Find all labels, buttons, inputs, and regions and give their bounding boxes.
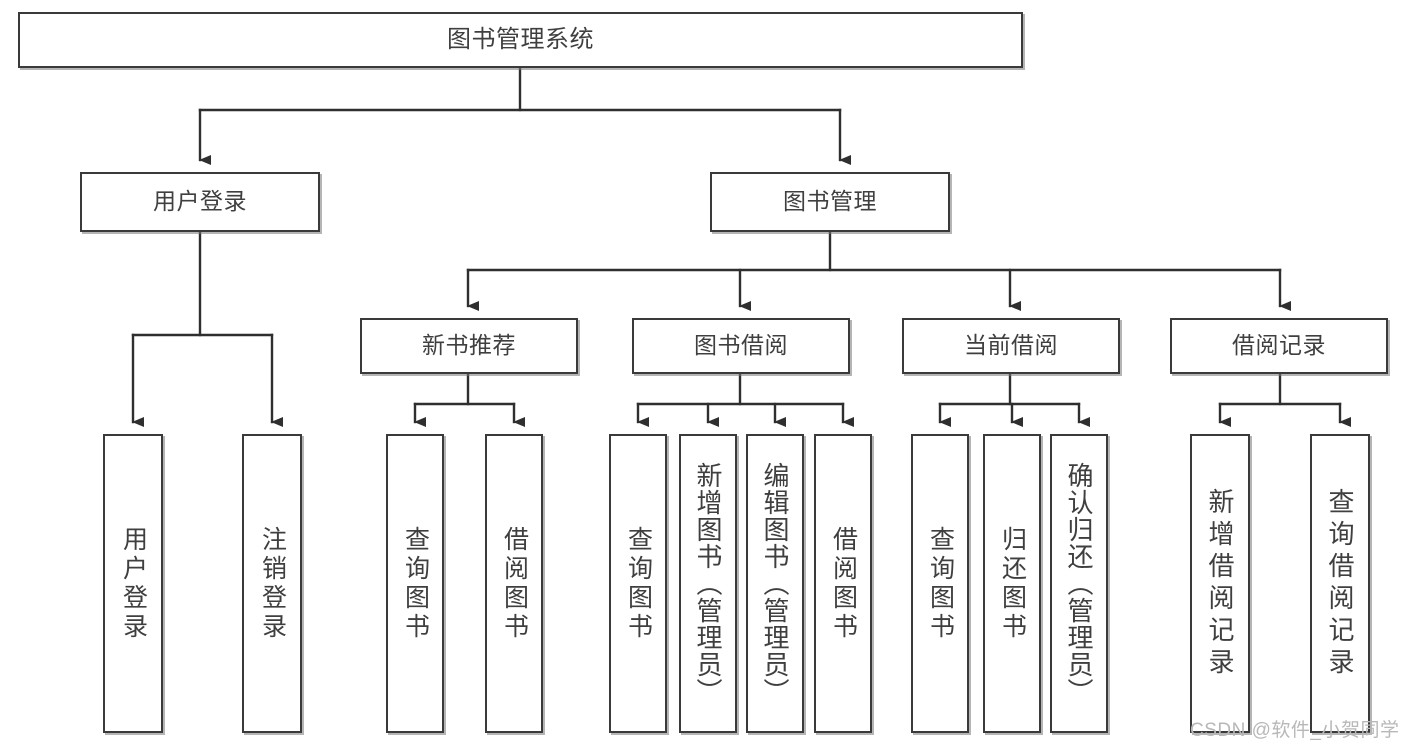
leaf-query-book-3-label: 查询图书: [926, 526, 955, 642]
node-new-book-recommend-label: 新书推荐: [422, 332, 516, 359]
leaf-add-borrow-record[interactable]: 新增借阅记录: [1190, 434, 1250, 733]
node-root-label: 图书管理系统: [447, 25, 594, 53]
leaf-add-book[interactable]: 新增图书（管理员）: [679, 434, 737, 733]
leaf-edit-book[interactable]: 编辑图书（管理员）: [746, 434, 804, 733]
leaf-query-borrow-record-label: 查询借阅记录: [1325, 488, 1355, 680]
leaf-add-borrow-record-label: 新增借阅记录: [1205, 488, 1235, 680]
leaf-logout-label: 注销登录: [258, 526, 287, 642]
node-user-login-label: 用户登录: [153, 188, 247, 215]
csdn-watermark: CSDN @软件_小贺同学: [1190, 720, 1400, 741]
leaf-query-book-1[interactable]: 查询图书: [386, 434, 444, 733]
leaf-query-book-2-label: 查询图书: [624, 526, 653, 642]
node-book-management[interactable]: 图书管理: [710, 172, 950, 232]
leaf-borrow-book-2-label: 借阅图书: [829, 526, 858, 642]
leaf-return-book[interactable]: 归还图书: [983, 434, 1041, 733]
leaf-return-book-label: 归还图书: [998, 526, 1027, 642]
leaf-add-book-label: 新增图书（管理员）: [693, 462, 723, 705]
node-book-borrow-label: 图书借阅: [694, 332, 788, 359]
leaf-user-login[interactable]: 用户登录: [103, 434, 163, 733]
node-current-borrow[interactable]: 当前借阅: [902, 318, 1120, 374]
leaf-borrow-book-1-label: 借阅图书: [500, 526, 529, 642]
leaf-logout[interactable]: 注销登录: [242, 434, 302, 733]
leaf-borrow-book-2[interactable]: 借阅图书: [814, 434, 872, 733]
leaf-edit-book-label: 编辑图书（管理员）: [760, 462, 790, 705]
node-current-borrow-label: 当前借阅: [964, 332, 1058, 359]
leaf-confirm-return-label: 确认归还（管理员）: [1064, 462, 1094, 705]
leaf-query-book-2[interactable]: 查询图书: [609, 434, 667, 733]
node-book-management-label: 图书管理: [783, 188, 877, 215]
node-book-borrow[interactable]: 图书借阅: [632, 318, 850, 374]
node-new-book-recommend[interactable]: 新书推荐: [360, 318, 578, 374]
node-root[interactable]: 图书管理系统: [18, 12, 1023, 68]
node-user-login[interactable]: 用户登录: [80, 172, 320, 232]
leaf-query-book-1-label: 查询图书: [401, 526, 430, 642]
node-borrow-record[interactable]: 借阅记录: [1170, 318, 1388, 374]
leaf-query-book-3[interactable]: 查询图书: [911, 434, 969, 733]
node-borrow-record-label: 借阅记录: [1232, 332, 1326, 359]
leaf-user-login-label: 用户登录: [119, 526, 148, 642]
leaf-borrow-book-1[interactable]: 借阅图书: [485, 434, 543, 733]
leaf-query-borrow-record[interactable]: 查询借阅记录: [1310, 434, 1370, 733]
leaf-confirm-return[interactable]: 确认归还（管理员）: [1050, 434, 1108, 733]
